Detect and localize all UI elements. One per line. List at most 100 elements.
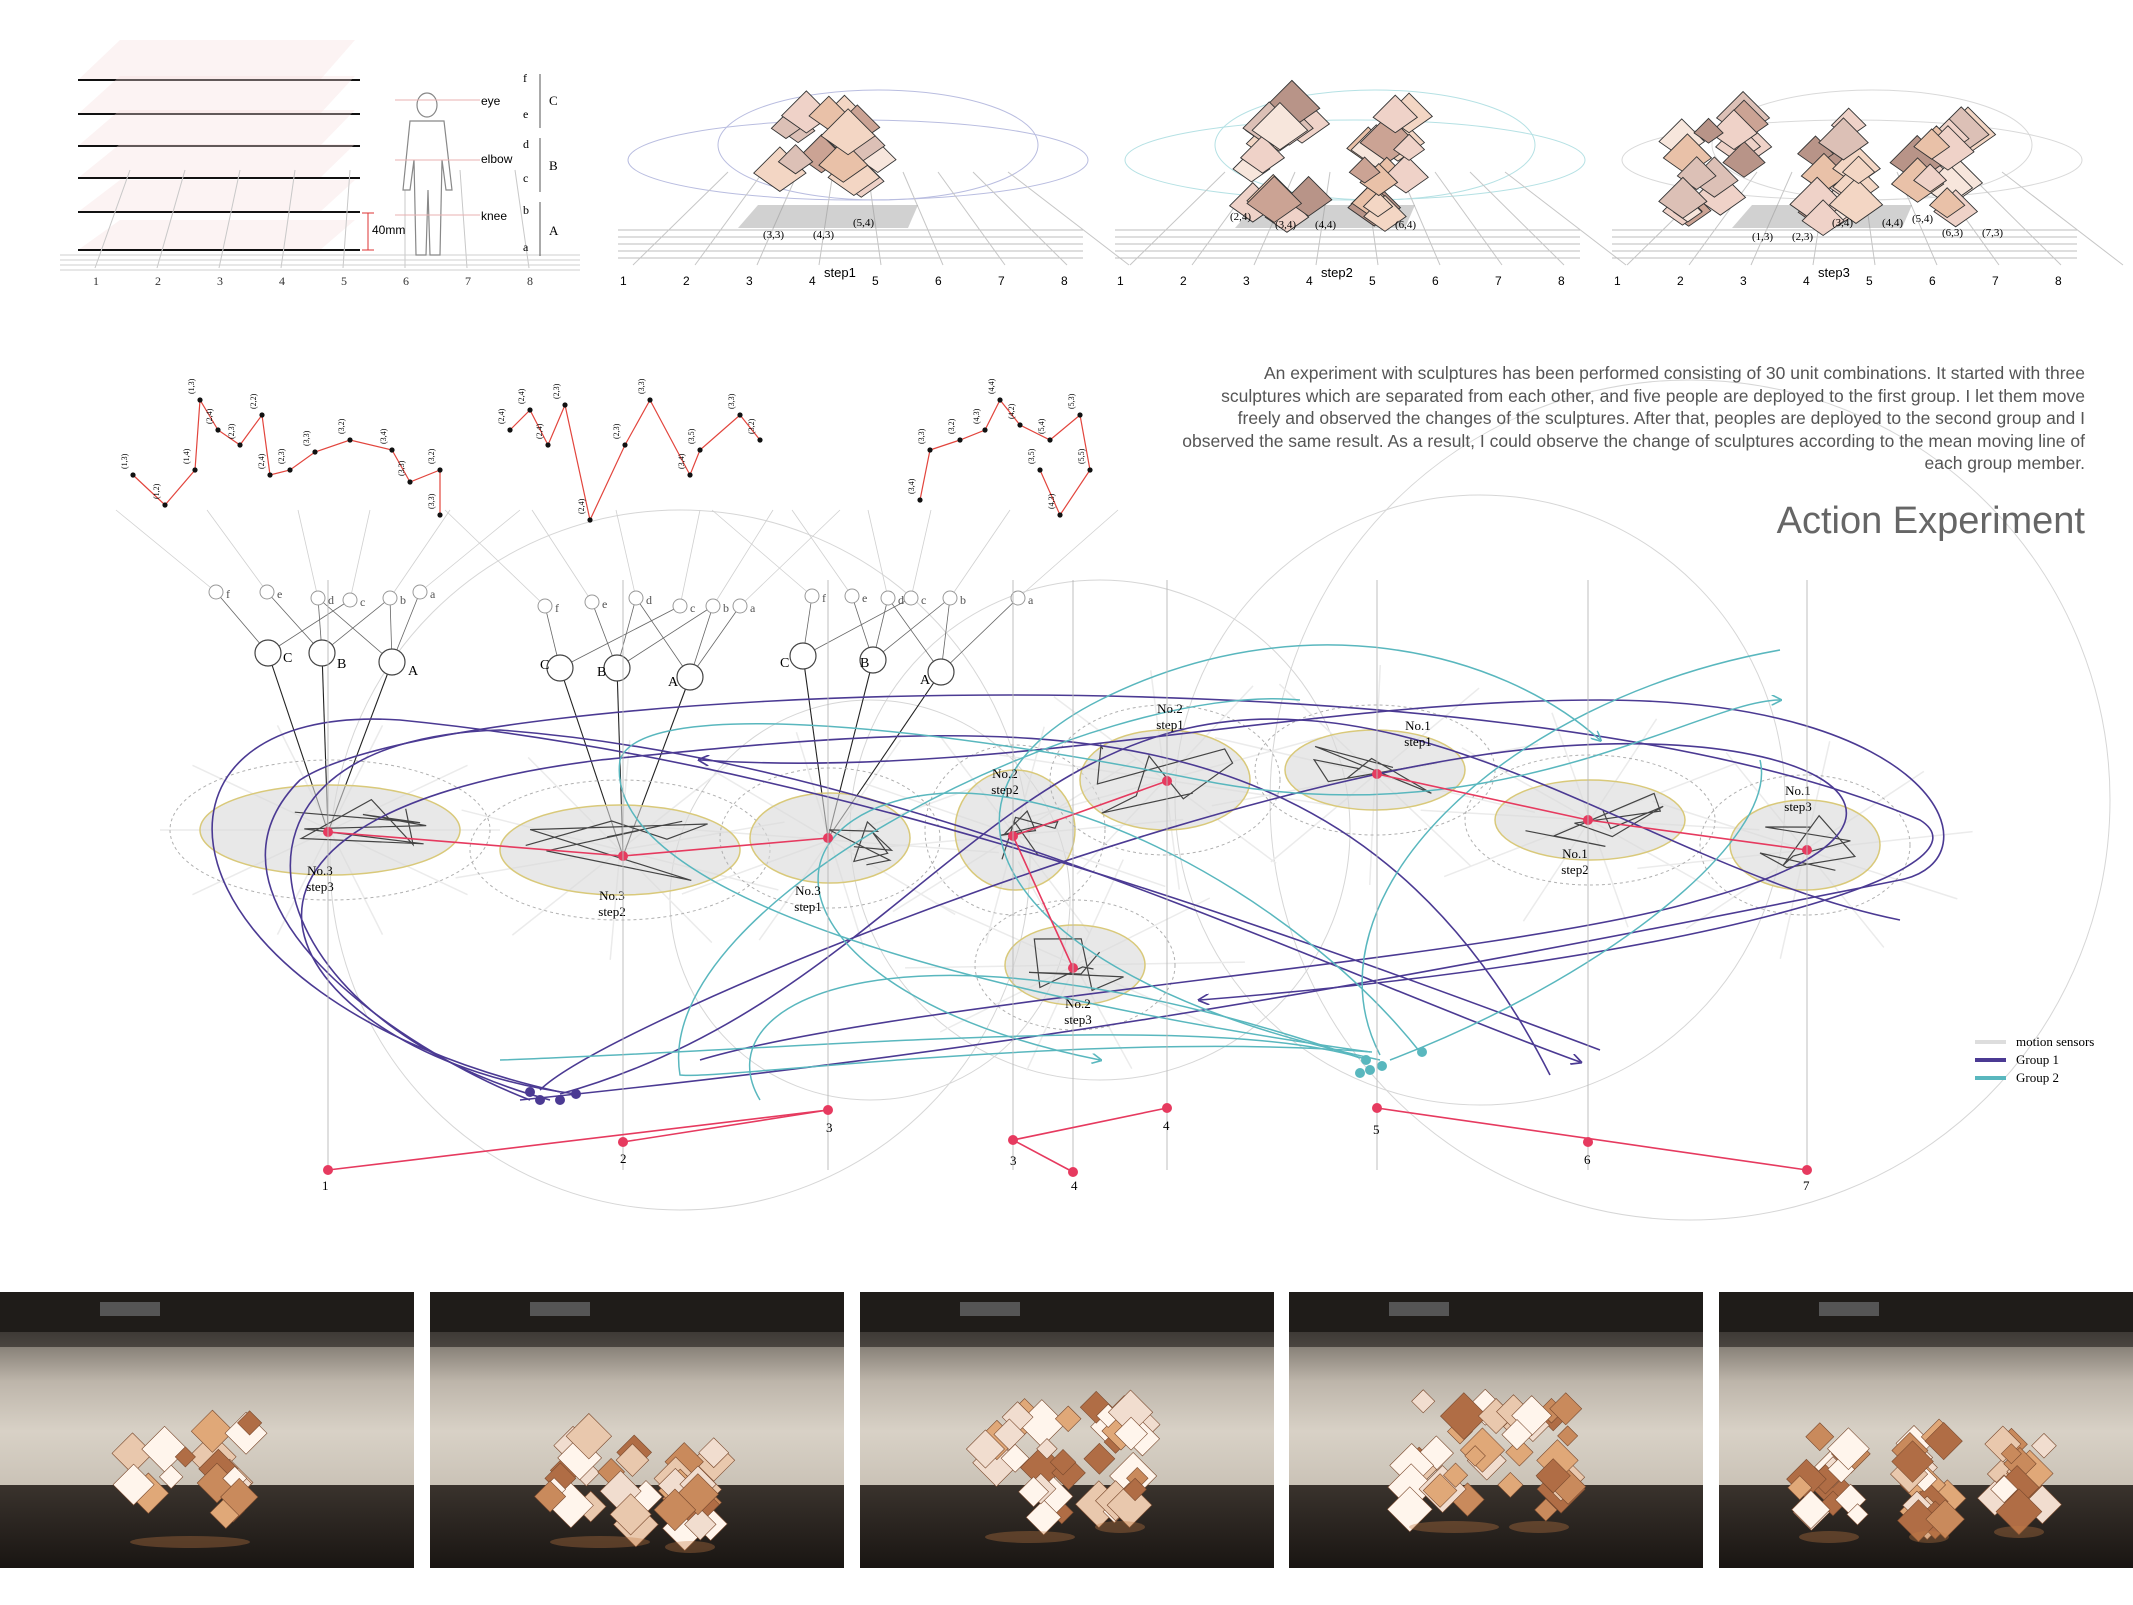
floor-reflection: [550, 1536, 650, 1548]
sculpture-outline: [999, 810, 1059, 860]
group2-start: [1417, 1047, 1427, 1057]
floor-reflection: [1409, 1521, 1499, 1533]
sculpture-step: step2: [598, 904, 625, 919]
photo-scene: [860, 1292, 1274, 1543]
axis-tick: 4: [279, 274, 285, 288]
node-link: [739, 509, 841, 607]
coord-label: (3,4): [1832, 217, 1853, 229]
graph-point: [1057, 512, 1063, 518]
sculpture-facet: [1846, 1503, 1869, 1526]
graph-point: [957, 437, 963, 443]
graph-point-label: (2,4): [577, 498, 586, 514]
sculpture-outline: [828, 820, 894, 866]
sculpture-facet: [1000, 1443, 1030, 1473]
coord-label: (1,3): [1752, 231, 1773, 243]
coord-label: (3,4): [1275, 219, 1296, 231]
group1-trajectory: [300, 734, 1551, 1095]
node-link: [419, 509, 521, 593]
ceiling-unit: [530, 1302, 590, 1316]
axis-tick: 6: [1432, 274, 1439, 288]
small-node-label: b: [400, 593, 406, 607]
graph-point: [130, 472, 136, 478]
timeline-point: [1068, 1167, 1078, 1177]
graph-point-label: (2,2): [249, 393, 258, 409]
grid-line: [94, 169, 131, 269]
dimension-label: 40mm: [372, 223, 405, 237]
small-node: [1010, 590, 1026, 606]
graph-point: [1047, 437, 1053, 443]
timeline-number: 3: [826, 1120, 833, 1135]
graph-point-label: (3,3): [427, 493, 436, 509]
sculpture-facet: [1841, 155, 1876, 185]
large-node-label: B: [860, 656, 869, 671]
node-link: [867, 509, 889, 599]
sculpture-facet: [1693, 117, 1724, 144]
large-node: [927, 658, 955, 686]
graph-point: [259, 412, 265, 418]
step-label: step1: [824, 265, 856, 280]
sculpture-facet: [141, 1425, 188, 1473]
axis-tick: 6: [1929, 274, 1936, 288]
grid-line: [1434, 171, 1503, 266]
sculpture-facet: [2000, 1443, 2022, 1465]
sensor-range: [924, 744, 1106, 916]
graph-point-label: (1,3): [187, 378, 196, 394]
photo-5: [1719, 1292, 2133, 1568]
large-node: [676, 663, 704, 691]
sensor-range: [1464, 754, 1716, 886]
graph-point-label: (2,4): [535, 423, 544, 439]
eye-label: eye: [481, 94, 501, 108]
group2-start: [1355, 1068, 1365, 1078]
sculpture-facet: [237, 1410, 263, 1436]
legend-label-sensors: motion sensors: [2016, 1034, 2094, 1049]
small-node-label: a: [750, 601, 756, 615]
node-link: [297, 509, 319, 599]
graph-point-label: (3,3): [917, 428, 926, 444]
graph-point-label: (3,2): [337, 418, 346, 434]
small-node: [412, 584, 428, 600]
axis-tick: 6: [403, 274, 409, 288]
graph-point-label: (2,4): [517, 388, 526, 404]
dimension-marker: [362, 212, 374, 251]
graph-point-label: (3,3): [727, 393, 736, 409]
sculpture-facet: [1123, 1477, 1147, 1502]
node-link: [531, 509, 593, 603]
timeline-number: 2: [620, 1151, 627, 1166]
sculpture-facet: [1393, 133, 1426, 161]
sensor-range: [974, 899, 1176, 1031]
coord-label: (5,4): [853, 217, 874, 229]
coord-label: (6,4): [1395, 219, 1416, 231]
coord-label: (2,4): [1230, 211, 1251, 223]
position-graphs: (1,3)(1,2)(1,4)(1,3)(2,4)(2,3)(2,2)(2,4)…: [120, 378, 1093, 523]
sculpture-name: No.2: [1065, 996, 1091, 1011]
small-node-label: c: [690, 601, 695, 615]
sculpture-outline: [294, 798, 427, 847]
sculpture-facet: [1362, 191, 1394, 218]
graph-point-label: (3,4): [379, 428, 388, 444]
axis-tick: 3: [217, 274, 223, 288]
node-link: [679, 509, 701, 607]
large-node-label: C: [283, 651, 292, 666]
coord-label: (3,3): [763, 229, 784, 241]
sculpture-facet: [2031, 1432, 2057, 1459]
graph-point: [982, 427, 988, 433]
axis-tick: 8: [2055, 274, 2062, 288]
graph-point-label: (2,4): [497, 408, 506, 424]
timeline-point: [323, 1165, 333, 1175]
small-node: [844, 588, 860, 604]
graph-point-label: (2,4): [205, 408, 214, 424]
height-plane: [78, 144, 355, 178]
ceiling: [0, 1292, 414, 1332]
grid-line: [1007, 171, 1130, 266]
small-node: [259, 584, 275, 600]
large-node-label: C: [780, 656, 789, 671]
graph-point-label: (3,5): [1027, 448, 1036, 464]
sculpture-facet: [1018, 1476, 1050, 1508]
timeline-segment: [622, 1109, 829, 1143]
sculpture-facet: [965, 1429, 1005, 1469]
graph-point-label: (4,4): [987, 378, 996, 394]
large-node-label: A: [408, 664, 419, 679]
sculpture-facet: [1709, 109, 1758, 151]
group2-start: [1361, 1055, 1371, 1065]
graph-point: [407, 479, 413, 485]
